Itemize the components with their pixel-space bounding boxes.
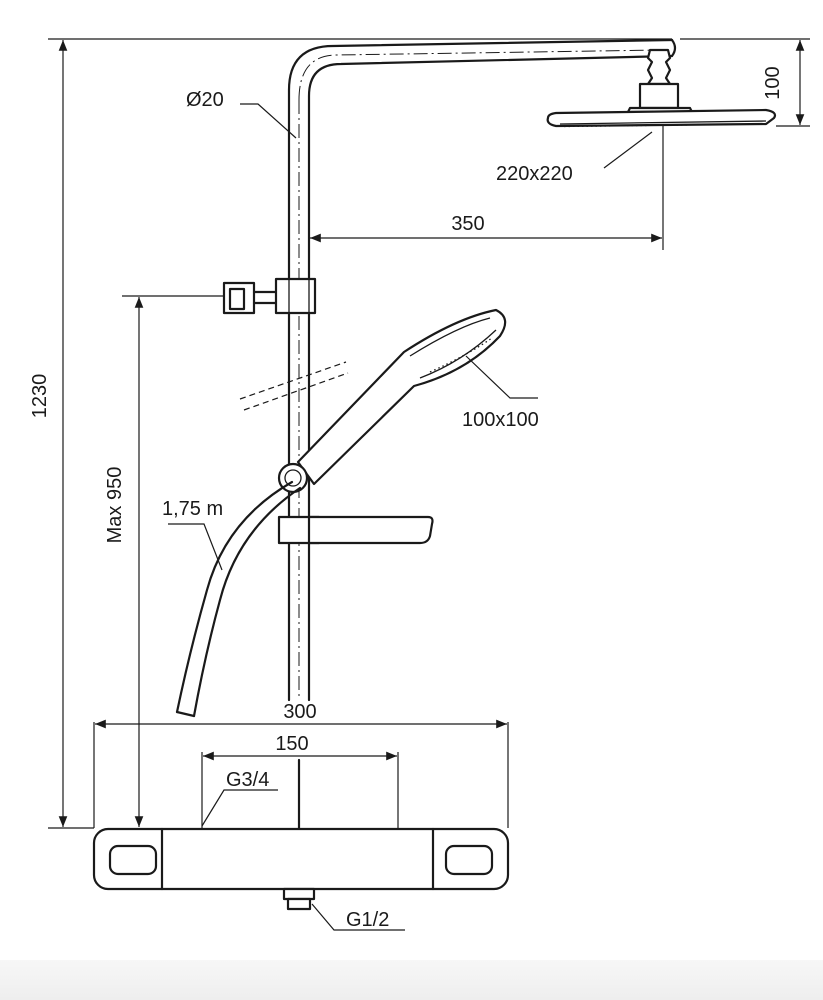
hand-shower [296,308,507,486]
arm-end-cap [670,38,677,58]
shower-hose [175,480,302,718]
total-height-label: 1230 [29,374,51,419]
head-size-leader [603,131,653,169]
bar-diameter-label: Ø20 [186,89,224,111]
rail-bend-axis [298,49,661,101]
bar-diameter-leader [240,103,297,139]
inlet-spacing-label: 150 [275,733,308,755]
inlet-thread-label: G3/4 [226,769,269,791]
arm-reach-label: 350 [451,213,484,235]
riser-rail [287,38,674,702]
body-width-label: 300 [283,701,316,723]
wall-bracket [222,277,317,315]
outlet-thread-label: G1/2 [346,909,389,931]
head-connector [626,48,694,114]
thermostat-body [92,827,510,911]
hand-shower-leader [465,355,538,399]
hand-shower-size-label: 100x100 [462,409,539,431]
riser-rail-inner [307,54,674,702]
outlet-thread-leader [311,903,405,931]
page-footer-strip [0,960,823,1000]
head-height-label: 100 [762,66,784,99]
rail-break-symbol [239,361,349,411]
head-size-label: 220x220 [496,163,573,185]
soap-shelf [307,515,434,545]
inlet-thread-leader [201,789,278,827]
hose-length-label: 1,75 m [162,498,223,520]
max-holder-height-label: Max 950 [104,467,126,544]
hose-length-leader [168,523,223,571]
overhead-shower-head [546,108,777,128]
